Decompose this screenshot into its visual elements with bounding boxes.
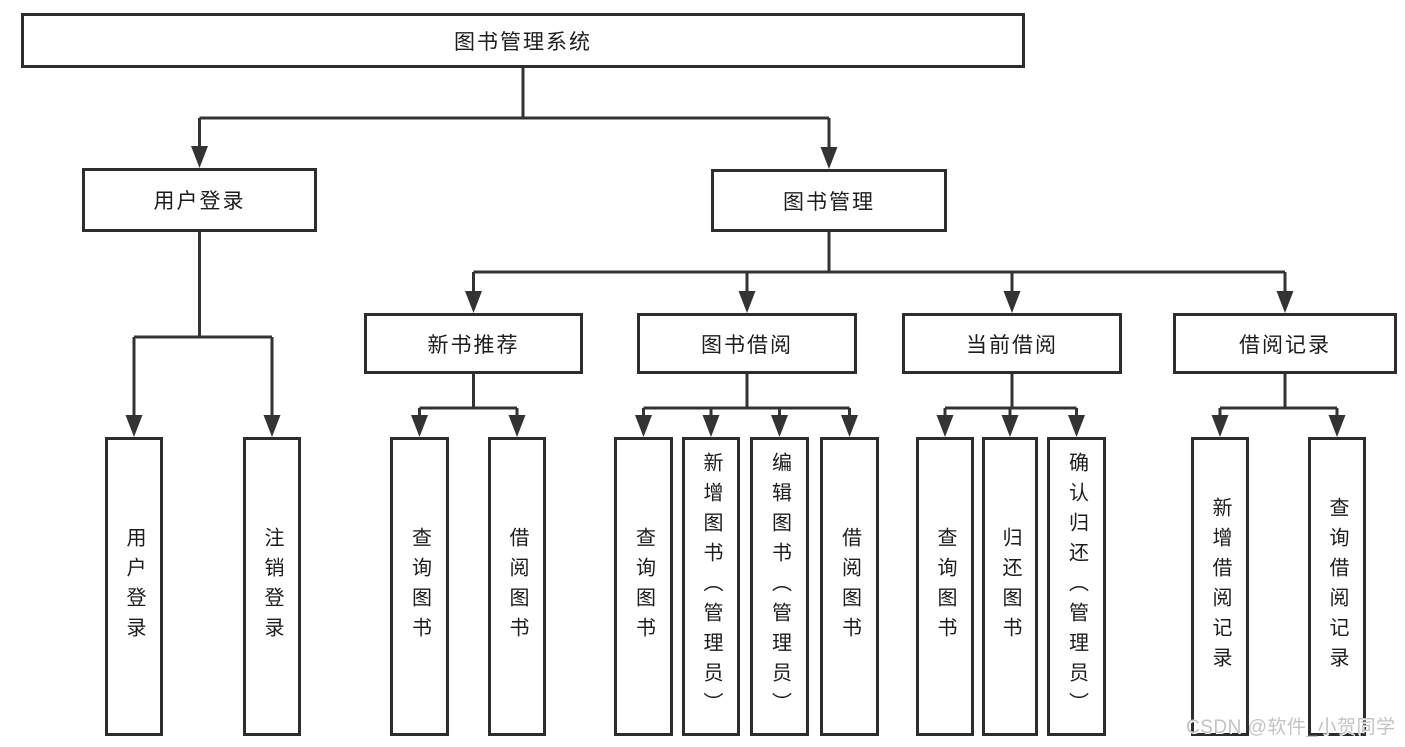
node-book-mgmt: 图书管理: [711, 169, 947, 232]
leaf-current-return: 归还图书: [982, 437, 1038, 736]
node-user-login: 用户登录: [82, 168, 317, 232]
node-current-borrow: 当前借阅: [902, 313, 1122, 374]
arrowhead: [1328, 415, 1346, 437]
node-current-borrow-label: 当前借阅: [966, 333, 1058, 357]
connector-current-children: [936, 374, 1085, 437]
connector-user-login-children: [125, 232, 281, 437]
arrowhead: [635, 415, 652, 437]
arrowhead: [1001, 415, 1019, 437]
arrowhead: [841, 415, 858, 437]
arrowhead: [1003, 291, 1021, 313]
node-borrow-records-label: 借阅记录: [1239, 333, 1331, 357]
arrowhead: [936, 415, 954, 437]
arrowhead: [771, 415, 788, 437]
node-user-login-label: 用户登录: [153, 190, 246, 213]
node-borrowing: 图书借阅: [637, 313, 857, 374]
leaf-borrowing-edit: 编辑图书（管理员）: [750, 437, 809, 736]
arrowhead: [1276, 291, 1294, 313]
leaf-records-add-label: 新增借阅记录: [1209, 496, 1231, 677]
leaf-logout: 注销登录: [243, 437, 301, 736]
leaf-user-login: 用户登录: [105, 437, 163, 736]
leaf-current-confirm: 确认归还（管理员）: [1047, 437, 1106, 736]
arrowhead: [465, 291, 482, 313]
node-new-books: 新书推荐: [364, 313, 583, 374]
leaf-records-query: 查询借阅记录: [1308, 437, 1366, 736]
arrowhead: [820, 147, 838, 169]
arrowhead: [702, 415, 720, 437]
arrowhead: [191, 146, 208, 168]
node-root-label: 图书管理系统: [454, 30, 592, 54]
leaf-current-return-label: 归还图书: [999, 526, 1021, 647]
node-borrow-records: 借阅记录: [1173, 313, 1397, 374]
node-root: 图书管理系统: [21, 13, 1025, 68]
node-book-mgmt-label: 图书管理: [783, 190, 875, 214]
leaf-borrowing-query-label: 查询图书: [632, 526, 655, 647]
connector-root-to-level2: [191, 68, 838, 169]
arrowhead: [411, 415, 428, 437]
leaf-records-add: 新增借阅记录: [1191, 437, 1249, 736]
arrowhead: [508, 415, 526, 437]
leaf-newbooks-borrow: 借阅图书: [488, 437, 546, 736]
leaf-borrowing-borrow: 借阅图书: [820, 437, 879, 736]
arrowhead: [1211, 415, 1229, 437]
node-borrowing-label: 图书借阅: [701, 333, 793, 357]
leaf-newbooks-query-label: 查询图书: [408, 526, 431, 647]
leaf-current-query: 查询图书: [916, 437, 974, 736]
csdn-watermark: CSDN @软件_小贺同学: [1186, 717, 1396, 738]
leaf-user-login-label: 用户登录: [123, 526, 145, 647]
connector-new-books-children: [411, 374, 526, 437]
arrowhead: [738, 291, 756, 313]
arrowhead: [125, 415, 143, 437]
connector-borrowing-children: [635, 374, 858, 437]
leaf-borrowing-add: 新增图书（管理员）: [682, 437, 740, 736]
leaf-current-confirm-label: 确认归还（管理员）: [1065, 451, 1088, 722]
leaf-borrowing-borrow-label: 借阅图书: [838, 526, 861, 647]
connector-records-children: [1211, 374, 1346, 437]
arrowhead: [263, 415, 281, 437]
leaf-borrowing-query: 查询图书: [614, 437, 673, 736]
node-new-books-label: 新书推荐: [427, 333, 520, 357]
connector-book-mgmt-to-level3: [465, 232, 1294, 313]
leaf-records-query-label: 查询借阅记录: [1326, 496, 1348, 677]
leaf-current-query-label: 查询图书: [934, 526, 956, 647]
leaf-logout-label: 注销登录: [261, 526, 283, 647]
arrowhead: [1068, 415, 1085, 437]
leaf-borrowing-add-label: 新增图书（管理员）: [700, 451, 722, 722]
leaf-newbooks-query: 查询图书: [390, 437, 449, 736]
leaf-borrowing-edit-label: 编辑图书（管理员）: [768, 451, 791, 722]
leaf-newbooks-borrow-label: 借阅图书: [506, 526, 528, 647]
